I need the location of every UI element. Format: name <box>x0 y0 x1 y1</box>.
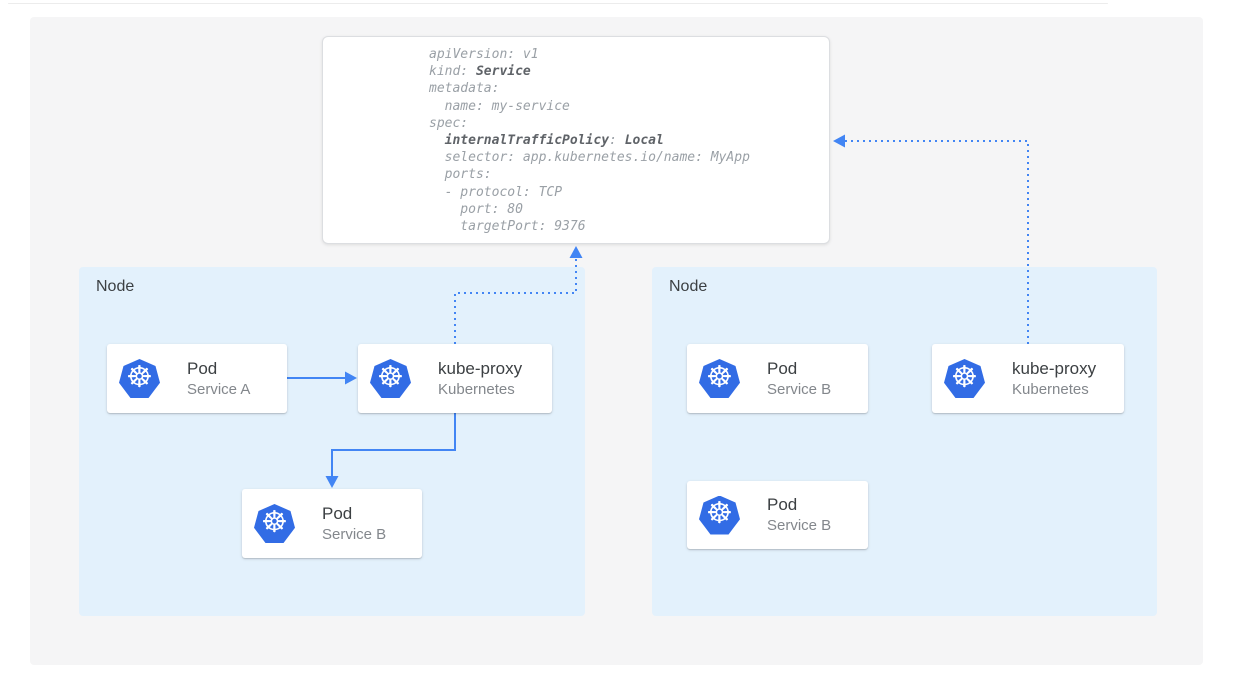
yaml-code-line: selector: app.kubernetes.io/name: MyApp <box>429 150 750 166</box>
card-title: Pod <box>322 503 353 523</box>
yaml-code-line: name: my-service <box>429 98 570 114</box>
yaml-code-line: spec: <box>429 115 469 131</box>
kubernetes-icon: ☸ <box>370 359 411 398</box>
card-title: Pod <box>187 358 218 378</box>
yaml-code-line: ports: <box>429 167 492 183</box>
card-subtitle: Kubernetes <box>1012 380 1089 398</box>
card-subtitle: Service B <box>322 525 387 543</box>
yaml-code-line: - protocol: TCP <box>429 184 563 200</box>
card-kube-proxy-right: ☸ kube-proxy Kubernetes <box>932 344 1124 413</box>
yaml-code-line: targetPort: 9376 <box>429 219 586 235</box>
card-title: kube-proxy <box>438 358 523 378</box>
card-pod-service-b-right-2: ☸ Pod Service B <box>687 481 868 549</box>
top-divider <box>8 3 1108 4</box>
card-subtitle: Kubernetes <box>438 380 515 398</box>
card-title: kube-proxy <box>1012 358 1097 378</box>
kubernetes-icon: ☸ <box>699 495 740 535</box>
card-subtitle: Service B <box>767 517 832 534</box>
card-title: Pod <box>767 495 798 514</box>
yaml-code-line: kind: Service <box>429 64 531 80</box>
yaml-code-line: port: 80 <box>429 201 523 217</box>
yaml-code-line: metadata: <box>429 81 500 97</box>
card-pod-service-a: ☸ Pod Service A <box>107 344 287 413</box>
kubernetes-icon: ☸ <box>944 359 985 398</box>
node-left: Node <box>79 267 585 616</box>
yaml-code-line: apiVersion: v1 <box>429 47 539 62</box>
card-kube-proxy-left: ☸ kube-proxy Kubernetes <box>358 344 552 413</box>
yaml-code-line: internalTrafficPolicy: Local <box>444 133 664 149</box>
card-pod-service-b-left: ☸ Pod Service B <box>242 489 422 558</box>
card-subtitle: Service B <box>767 380 832 398</box>
kubernetes-icon: ☸ <box>254 504 295 543</box>
node-left-label: Node <box>96 278 135 295</box>
card-title: Pod <box>767 358 798 378</box>
node-right-label: Node <box>669 278 708 295</box>
card-pod-service-b-right-1: ☸ Pod Service B <box>687 344 868 413</box>
node-right: Node <box>652 267 1157 616</box>
kubernetes-icon: ☸ <box>699 359 740 398</box>
kubernetes-icon: ☸ <box>119 359 160 398</box>
card-subtitle: Service A <box>187 380 251 398</box>
